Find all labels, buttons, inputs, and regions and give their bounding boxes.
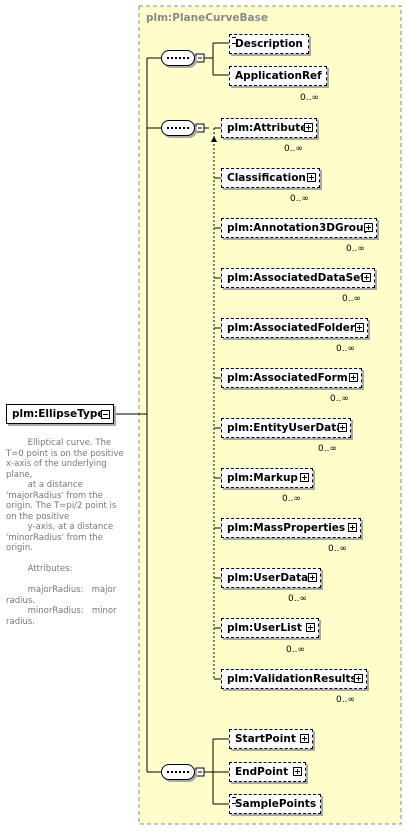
element-samplepoints[interactable]: SamplePoints	[229, 794, 321, 814]
element-userlist[interactable]: plm:UserList	[221, 618, 319, 638]
cardinality-label: 0..∞	[336, 344, 355, 354]
element-entityuserdata[interactable]: plm:EntityUserData	[221, 418, 351, 438]
element-startpoint[interactable]: StartPoint	[229, 729, 313, 749]
element-label: plm:AssociatedFolder	[227, 322, 356, 334]
element-label: plm:AssociatedForm	[227, 372, 348, 384]
cardinality-label: 0..∞	[288, 594, 307, 604]
element-label: plm:MassProperties	[227, 522, 346, 534]
root-documentation: Elliptical curve. The T=0 point is on th…	[6, 438, 124, 627]
root-element[interactable]: plm:EllipseType	[6, 404, 114, 424]
element-label: plm:EntityUserData	[227, 422, 344, 434]
element-associatedform[interactable]: plm:AssociatedForm	[221, 368, 362, 388]
element-label: ApplicationRef	[235, 70, 322, 82]
expand-icon[interactable]	[306, 623, 315, 632]
sequence-compositor[interactable]	[161, 50, 195, 66]
expand-icon[interactable]	[338, 423, 347, 432]
sequence-compositor[interactable]	[161, 120, 195, 136]
expand-icon[interactable]	[355, 323, 364, 332]
cardinality-label: 0..∞	[284, 144, 303, 154]
cardinality-label: 0..∞	[330, 394, 349, 404]
cardinality-label: 0..∞	[282, 494, 301, 504]
element-label: plm:Attribute	[227, 122, 308, 134]
expand-icon[interactable]	[354, 674, 363, 683]
group-label: plm:PlaneCurveBase	[146, 12, 269, 24]
documentation-icon	[232, 797, 236, 804]
element-annotation3dgroup[interactable]: plm:Annotation3DGroup	[221, 218, 377, 238]
collapse-icon[interactable]	[101, 410, 110, 419]
element-label: Classification	[227, 172, 306, 184]
expand-icon[interactable]	[307, 173, 316, 182]
element-label: plm:AssociatedDataSet	[227, 272, 366, 284]
element-description[interactable]: Description	[229, 34, 309, 54]
element-applicationref[interactable]: ApplicationRef	[229, 66, 327, 86]
element-label: StartPoint	[235, 733, 296, 745]
element-label: plm:ValidationResults	[227, 673, 357, 685]
cardinality-label: 0..∞	[342, 294, 361, 304]
element-classification[interactable]: Classification	[221, 168, 320, 188]
element-endpoint[interactable]: EndPoint	[229, 762, 306, 782]
element-label: plm:Markup	[227, 472, 298, 484]
element-label: EndPoint	[235, 766, 289, 778]
expand-icon[interactable]	[362, 273, 371, 282]
element-massproperties[interactable]: plm:MassProperties	[221, 518, 361, 538]
element-label: plm:UserData	[227, 572, 309, 584]
element-markup[interactable]: plm:Markup	[221, 468, 313, 488]
expand-icon[interactable]	[308, 573, 317, 582]
root-element-label: plm:EllipseType	[12, 408, 105, 420]
documentation-icon	[232, 37, 236, 44]
cardinality-label: 0..∞	[318, 444, 337, 454]
element-label: SamplePoints	[235, 798, 317, 810]
expand-icon[interactable]	[364, 223, 373, 232]
cardinality-label: 0..∞	[346, 244, 365, 254]
sequence-compositor[interactable]	[161, 764, 195, 780]
expand-icon[interactable]	[300, 734, 309, 743]
element-label: plm:UserList	[227, 622, 302, 634]
expand-icon[interactable]	[348, 523, 357, 532]
cardinality-label: 0..∞	[328, 544, 347, 554]
element-associatedfolder[interactable]: plm:AssociatedFolder	[221, 318, 368, 338]
cardinality-label: 0..∞	[290, 194, 309, 204]
cardinality-label: 0..∞	[336, 695, 355, 705]
element-label: Description	[235, 38, 303, 50]
expand-icon[interactable]	[300, 473, 309, 482]
expand-icon[interactable]	[293, 767, 302, 776]
expand-icon[interactable]	[304, 123, 313, 132]
cardinality-label: 0..∞	[286, 645, 305, 655]
element-userdata[interactable]: plm:UserData	[221, 568, 321, 588]
element-label: plm:Annotation3DGroup	[227, 222, 371, 234]
cardinality-label: 0..∞	[300, 93, 319, 103]
element-associateddataset[interactable]: plm:AssociatedDataSet	[221, 268, 375, 288]
element-validationresults[interactable]: plm:ValidationResults	[221, 669, 367, 689]
element-attribute[interactable]: plm:Attribute	[221, 118, 317, 138]
expand-icon[interactable]	[349, 373, 358, 382]
